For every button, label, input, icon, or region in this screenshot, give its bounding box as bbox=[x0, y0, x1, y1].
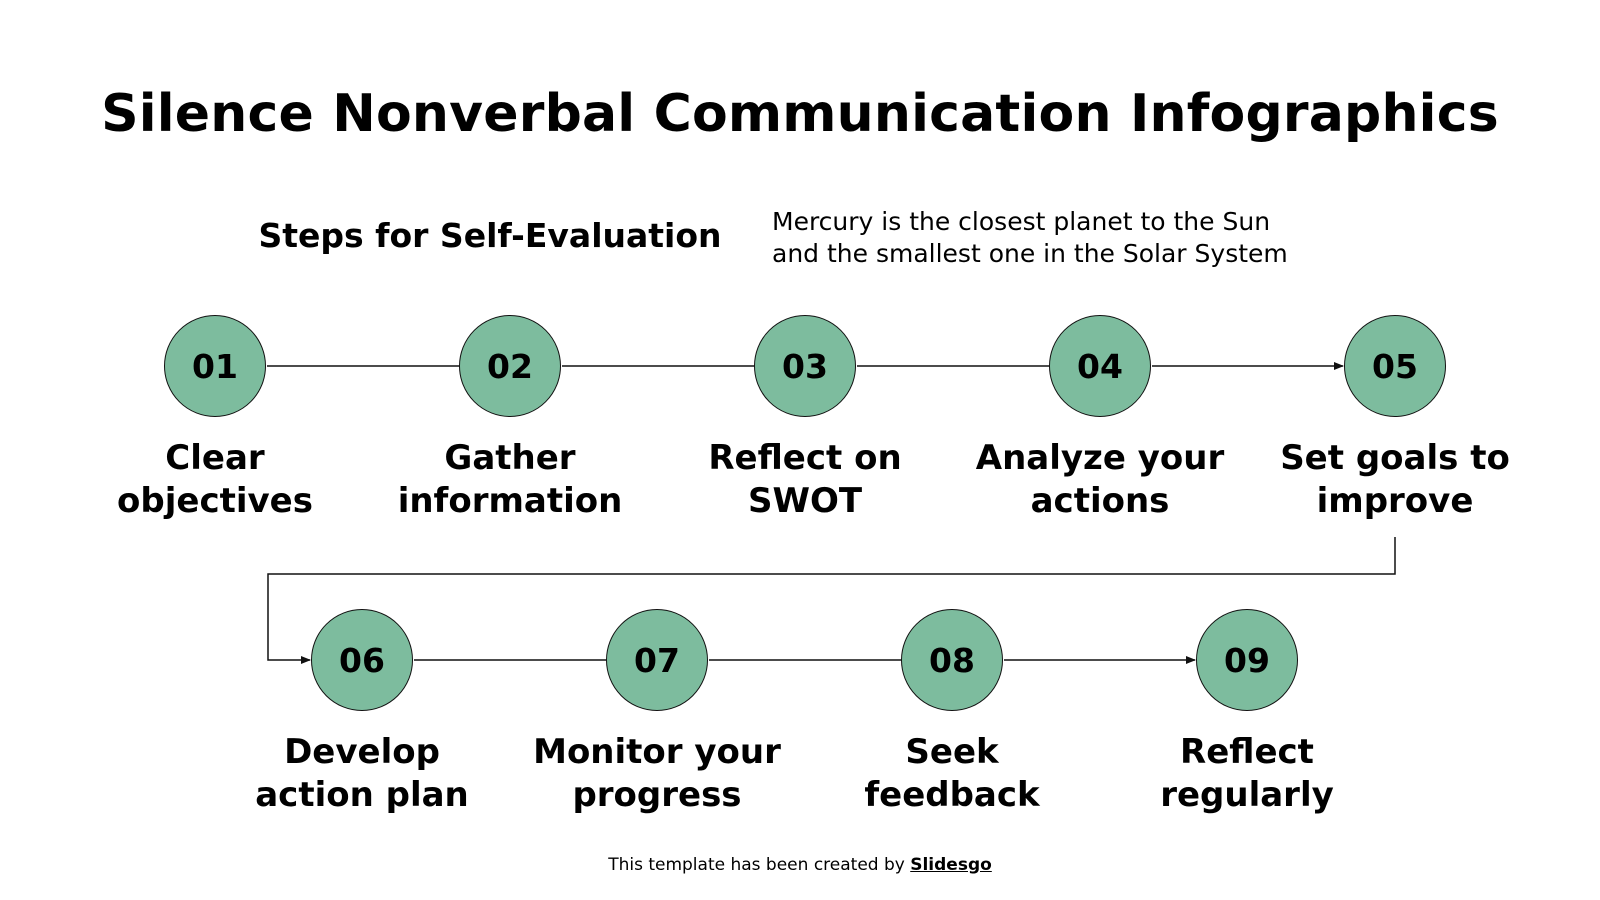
step-label-line: Set goals to bbox=[1280, 438, 1510, 478]
step-label-line: actions bbox=[1030, 481, 1170, 521]
step-number: 03 bbox=[782, 346, 828, 386]
step-label-line: Reflect bbox=[1180, 732, 1314, 772]
step-label-line: regularly bbox=[1160, 775, 1334, 815]
description-line-1: Mercury is the closest planet to the Sun bbox=[772, 207, 1271, 236]
step-05-circle: 05 bbox=[1344, 315, 1446, 417]
step-number: 09 bbox=[1224, 640, 1270, 680]
step-label-line: SWOT bbox=[747, 481, 863, 521]
step-07-circle: 07 bbox=[606, 609, 708, 711]
step-label-line: Analyze your bbox=[975, 438, 1225, 478]
footer-credit: This template has been created by Slides… bbox=[0, 855, 1600, 875]
description-text: Mercury is the closest planet to the Sun… bbox=[772, 206, 1372, 270]
step-number: 04 bbox=[1077, 346, 1123, 386]
step-01-circle: 01 bbox=[164, 315, 266, 417]
connector-05-06 bbox=[267, 537, 1396, 664]
step-label-line: action plan bbox=[255, 775, 469, 815]
step-label-line: improve bbox=[1316, 481, 1474, 521]
step-label-line: Monitor your bbox=[533, 732, 781, 772]
step-label-line: progress bbox=[572, 775, 742, 815]
step-number: 05 bbox=[1372, 346, 1418, 386]
page-title: Silence Nonverbal Communication Infograp… bbox=[101, 84, 1499, 144]
footer-text: This template has been created by bbox=[608, 855, 911, 875]
description-line-2: and the smallest one in the Solar System bbox=[772, 239, 1288, 268]
step-09-circle: 09 bbox=[1196, 609, 1298, 711]
step-label-line: Seek bbox=[905, 732, 999, 772]
step-number: 06 bbox=[339, 640, 385, 680]
step-04-circle: 04 bbox=[1049, 315, 1151, 417]
step-label-line: Clear bbox=[165, 438, 265, 478]
slidesgo-link[interactable]: Slidesgo bbox=[910, 855, 992, 875]
step-label-line: objectives bbox=[117, 481, 313, 521]
step-number: 07 bbox=[634, 640, 680, 680]
step-label-line: Reflect on bbox=[708, 438, 902, 478]
step-03-circle: 03 bbox=[754, 315, 856, 417]
step-number: 02 bbox=[487, 346, 533, 386]
step-02-circle: 02 bbox=[459, 315, 561, 417]
section-subtitle: Steps for Self-Evaluation bbox=[258, 216, 722, 255]
step-number: 08 bbox=[929, 640, 975, 680]
step-label-line: information bbox=[397, 481, 623, 521]
step-number: 01 bbox=[192, 346, 238, 386]
step-label-line: Gather bbox=[444, 438, 576, 478]
step-label-line: Develop bbox=[284, 732, 440, 772]
step-08-circle: 08 bbox=[901, 609, 1003, 711]
step-label-line: feedback bbox=[864, 775, 1040, 815]
step-06-circle: 06 bbox=[311, 609, 413, 711]
